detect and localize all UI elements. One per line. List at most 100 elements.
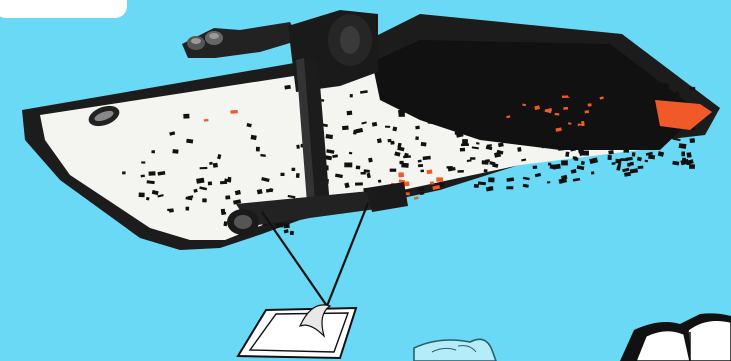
speckle-dark [462, 129, 467, 133]
speckle-dark [533, 165, 538, 169]
speckle-dark [139, 193, 145, 198]
speckle-dark [421, 142, 427, 147]
speckle-dark [227, 177, 231, 182]
speckle-dark [489, 186, 493, 190]
speckle-dark [423, 105, 426, 108]
speckle-dark [361, 172, 366, 175]
speckle-dark [452, 98, 458, 102]
speckle-dark [690, 138, 696, 143]
speckle-dark [462, 139, 468, 144]
speckle-dark [347, 111, 353, 116]
speckle-dark [495, 73, 501, 78]
speckle-dark [377, 138, 382, 143]
speckle-dark [470, 75, 474, 79]
speckle-dark [623, 149, 629, 152]
speckle-dark [558, 147, 565, 151]
speckle-dark [256, 147, 260, 152]
speckle-dark [591, 100, 595, 103]
speckle-dark [565, 118, 569, 122]
speckle-dark [356, 166, 361, 170]
speckle-dark [200, 167, 208, 169]
speckle-accent [430, 182, 434, 185]
speckle-dark [528, 91, 533, 96]
speckle-dark [266, 189, 271, 193]
speckle-dark [484, 169, 488, 172]
speckle-dark [603, 90, 608, 93]
speckle-dark [523, 140, 528, 143]
speckle-dark [186, 207, 190, 211]
speckle-dark [602, 83, 607, 87]
speckle-dark [488, 177, 494, 182]
speckle-dark [461, 143, 469, 146]
speckle-dark [425, 86, 431, 89]
speckle-dark [355, 182, 363, 185]
speckle-dark [290, 231, 294, 235]
speckle-dark [637, 134, 642, 137]
speckle-dark [591, 171, 595, 174]
speckle-dark [566, 88, 571, 93]
speckle-dark [275, 223, 283, 228]
speckle-dark [655, 90, 660, 93]
speckle-dark [202, 198, 206, 202]
speckle-dark [581, 161, 585, 165]
speckle-dark [344, 163, 352, 168]
speckle-dark [687, 152, 692, 157]
speckle-dark [183, 114, 189, 119]
speckle-dark [456, 72, 460, 77]
speckle-dark [608, 155, 612, 160]
speckle-dark [681, 152, 685, 157]
speckle-dark [441, 117, 446, 119]
speckle-dark [186, 139, 193, 144]
speckle-dark [689, 87, 695, 91]
speckle-dark [509, 94, 513, 97]
speckle-dark [561, 160, 568, 165]
speckle-dark [629, 115, 633, 118]
speckle-dark [141, 161, 145, 163]
speckle-dark [472, 126, 480, 131]
speckle-dark [428, 121, 436, 124]
speckle-dark [418, 164, 423, 167]
speckle-dark [506, 186, 513, 189]
cleaning-cloth-icon [414, 339, 496, 361]
speckle-dark [568, 93, 575, 97]
speckle-dark [565, 152, 569, 157]
speckle-dark [542, 144, 545, 148]
speckle-dark [208, 181, 212, 185]
speckle-dark [421, 170, 425, 173]
speckle-dark [415, 136, 419, 140]
speckle-dark [547, 181, 550, 183]
speckle-dark [478, 69, 482, 72]
speckle-dark [679, 143, 687, 149]
speckle-dark [390, 169, 397, 172]
speckle-dark [169, 208, 174, 212]
speckle-dark [221, 209, 225, 213]
speckle-dark [446, 102, 450, 104]
speckle-accent [204, 119, 209, 122]
speckle-dark [342, 125, 349, 130]
speckle-dark [152, 150, 155, 153]
speckle-accent [230, 110, 237, 114]
speckle-dark [296, 145, 300, 149]
corner-badge[interactable] [0, 0, 127, 18]
speckle-dark [638, 85, 643, 88]
speckle-dark [579, 114, 584, 117]
speckle-dark [390, 141, 394, 145]
speckle-dark [281, 173, 285, 176]
speckle-dark [382, 93, 387, 98]
speckle-dark [637, 125, 641, 130]
speckle-dark [415, 126, 420, 130]
speckle-dark [223, 221, 227, 226]
speckle-accent [588, 103, 592, 106]
speckle-accent [568, 122, 572, 124]
speckle-dark [474, 184, 479, 188]
speckle-dark [551, 77, 555, 81]
speckle-dark [284, 223, 290, 228]
speckle-dark [470, 82, 478, 87]
speckle-dark [517, 147, 521, 152]
speckle-dark [620, 158, 628, 161]
speckle-dark [296, 173, 300, 178]
speckle-dark [149, 171, 156, 176]
speckle-dark [648, 155, 655, 160]
